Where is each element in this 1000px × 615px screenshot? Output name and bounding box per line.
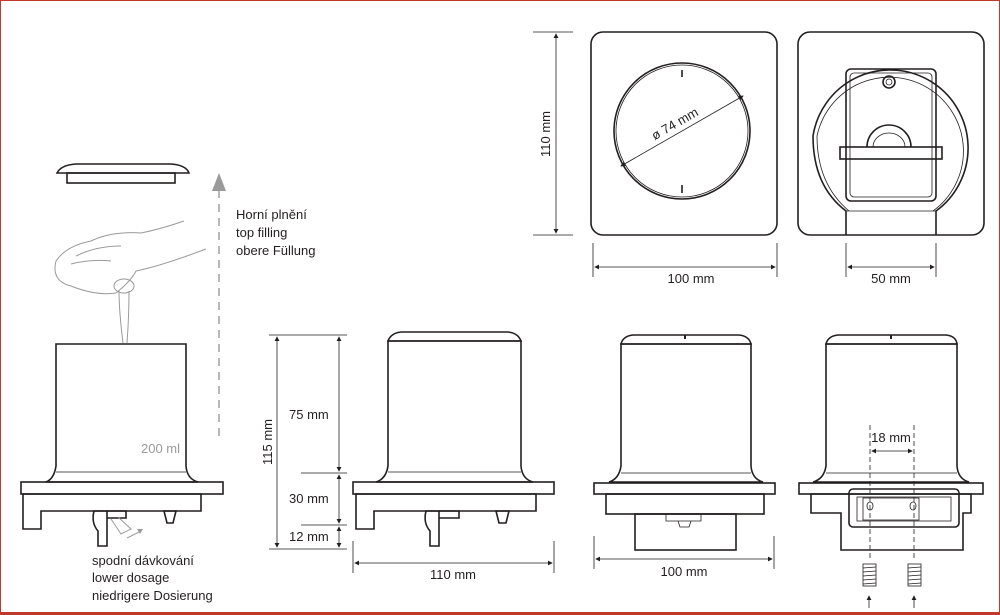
top-depth-label: 110 mm [538,111,553,157]
base-height-label: 30 mm [289,491,329,506]
dispenser-side-view-1 [20,343,224,547]
total-height-label: 115 mm [260,419,275,465]
hand-pouring-illustration [54,220,207,344]
filling-label-en: top filling [236,225,287,240]
bracket-view [797,31,985,277]
dispenser-side-view-2 [352,331,555,573]
bottom-height-label: 12 mm [289,529,329,544]
bracket-width-label: 50 mm [871,271,911,286]
tank-height-label: 75 mm [289,407,329,422]
front-width-label: 100 mm [661,564,708,579]
dosage-label-de: niedrigere Dosierung [92,588,213,603]
filling-label-de: obere Füllung [236,243,316,258]
dosage-label-en: lower dosage [92,570,169,585]
side-depth-label: 110 mm [430,567,476,582]
dispenser-back-view [798,334,984,561]
screw-icon [862,563,877,608]
top-view [533,31,778,277]
hole-spacing-label: 18 mm [871,430,911,445]
lid-illustration [55,163,191,184]
top-width-label: 100 mm [668,271,715,286]
dosage-label-cz: spodní dávkování [92,553,194,568]
diameter-label: ø 74 mm [649,104,701,143]
dispenser-front-view [593,334,776,569]
fill-arrow-icon [212,173,226,436]
height-dimensions [269,334,347,550]
screw-icon [907,563,922,608]
volume-label: 200 ml [141,441,180,456]
filling-label-cz: Horní plnění [236,207,307,222]
